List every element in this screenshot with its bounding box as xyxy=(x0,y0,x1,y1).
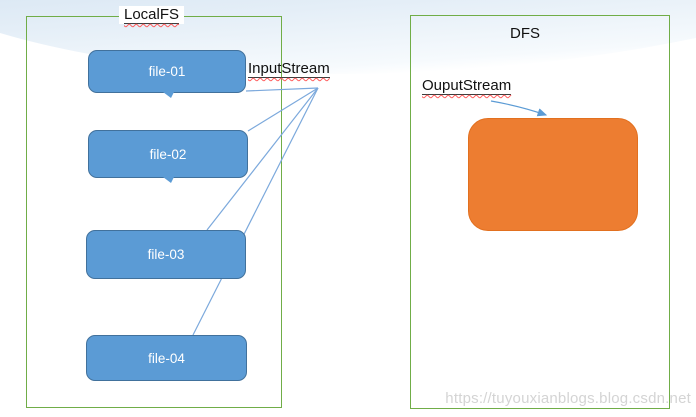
outputstream-label: OuputStream xyxy=(422,77,512,95)
inputstream-line-file-04 xyxy=(192,87,319,336)
inputstream-line-file-01 xyxy=(245,87,319,92)
inputstream-line-file-02 xyxy=(247,87,319,132)
localfs-title: LocalFS xyxy=(119,6,185,24)
outputstream-label-text: OuputStream xyxy=(422,77,512,94)
dfs-title-text: DFS xyxy=(510,25,540,42)
inputstream-label: InputStream xyxy=(248,60,330,78)
file-01-block: file-01 xyxy=(88,50,246,98)
inputstream-label-text: InputStream xyxy=(248,60,330,77)
outputstream-arrow xyxy=(490,100,548,117)
file-04-label: file-04 xyxy=(148,350,185,366)
file-02-block: file-02 xyxy=(88,130,248,183)
file-03-label: file-03 xyxy=(147,247,185,262)
dfs-storage-block xyxy=(468,118,638,231)
file-01-label: file-01 xyxy=(148,64,186,79)
dfs-group-box: DFS xyxy=(410,15,670,409)
inputstream-line-file-03 xyxy=(206,87,319,231)
localfs-title-text: LocalFS xyxy=(124,6,180,23)
watermark-url: https://tuyouxianblogs.blog.csdn.net xyxy=(445,390,691,407)
file-03-block: file-03 xyxy=(86,230,246,279)
localfs-group-box: LocalFS xyxy=(26,6,282,408)
file-04-block: file-04 xyxy=(86,335,247,381)
dfs-title: DFS xyxy=(411,25,669,43)
file-02-label: file-02 xyxy=(149,146,187,162)
